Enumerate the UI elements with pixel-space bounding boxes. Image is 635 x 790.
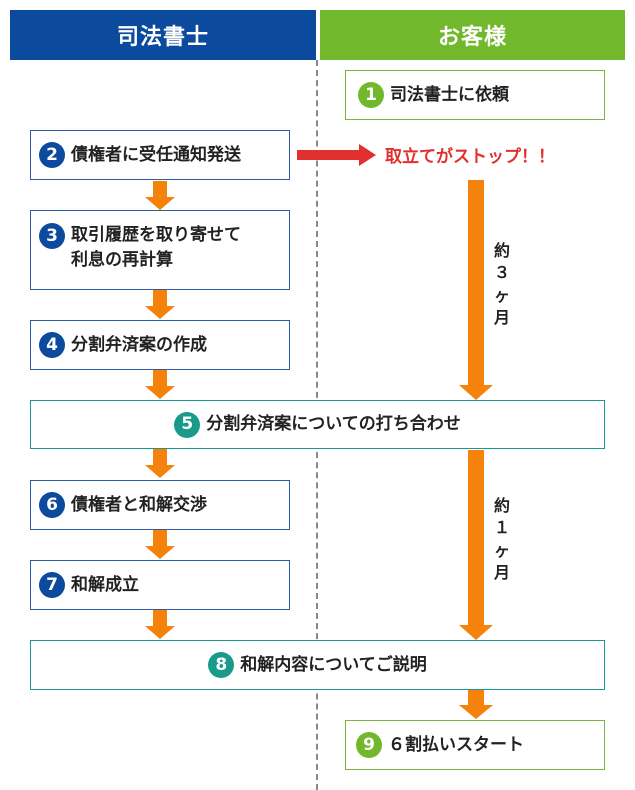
arrow-step8-to-9	[459, 690, 493, 719]
step-number-badge: 5	[174, 411, 201, 438]
arrow-step2-to-3	[145, 181, 175, 210]
step-label: ６割払いスタート	[388, 734, 524, 755]
step-5-box: 5 分割弁済案についての打ち合わせ	[30, 400, 605, 449]
lawyer-column-header: 司法書士	[10, 10, 316, 60]
step-label: 和解成立	[71, 574, 139, 595]
step-number-badge: 4	[39, 332, 65, 358]
step-9-box: 9 ６割払いスタート	[345, 720, 605, 770]
step-label: 取引履歴を取り寄せて 利息の再計算	[71, 225, 241, 270]
step-4-box: 4 分割弁済案の作成	[30, 320, 290, 370]
collection-stop-label: 取立てがストップ！！	[385, 147, 555, 167]
arrow-1-month	[459, 450, 493, 640]
step-1-box: 1 司法書士に依頼	[345, 70, 605, 120]
step-3-box: 3 取引履歴を取り寄せて 利息の再計算	[30, 210, 290, 290]
arrow-step5-to-6	[145, 449, 175, 478]
client-column-header: お客様	[320, 10, 625, 60]
step-label: 債権者と和解交渉	[71, 494, 207, 515]
step-number-badge: 1	[358, 82, 384, 108]
step-label: 分割弁済案についての打ち合わせ	[206, 414, 461, 435]
step-7-box: 7 和解成立	[30, 560, 290, 610]
step-number-badge: 6	[39, 492, 65, 518]
arrow-3-months	[459, 180, 493, 400]
duration-3-months: 約 ３ ヶ 月	[493, 241, 510, 328]
step-2-box: 2 債権者に受任通知発送	[30, 130, 290, 180]
step-number-badge: 2	[39, 142, 65, 168]
step-8-box: 8 和解内容についてご説明	[30, 640, 605, 690]
arrow-step3-to-4	[145, 290, 175, 319]
step-number-badge: 8	[208, 652, 235, 678]
step-label: 和解内容についてご説明	[240, 654, 427, 675]
step-label: 分割弁済案の作成	[71, 334, 207, 355]
arrow-step7-to-8	[145, 610, 175, 639]
arrow-step4-to-5	[145, 370, 175, 399]
step-number-badge: 3	[39, 223, 65, 249]
arrow-step6-to-7	[145, 530, 175, 559]
duration-1-month: 約 １ ヶ 月	[493, 496, 510, 583]
step-label: 債権者に受任通知発送	[71, 144, 241, 165]
step-label: 司法書士に依頼	[390, 84, 509, 105]
step-number-badge: 7	[39, 572, 65, 598]
step-6-box: 6 債権者と和解交渉	[30, 480, 290, 530]
stop-arrow	[297, 144, 376, 166]
step-number-badge: 9	[356, 732, 382, 758]
